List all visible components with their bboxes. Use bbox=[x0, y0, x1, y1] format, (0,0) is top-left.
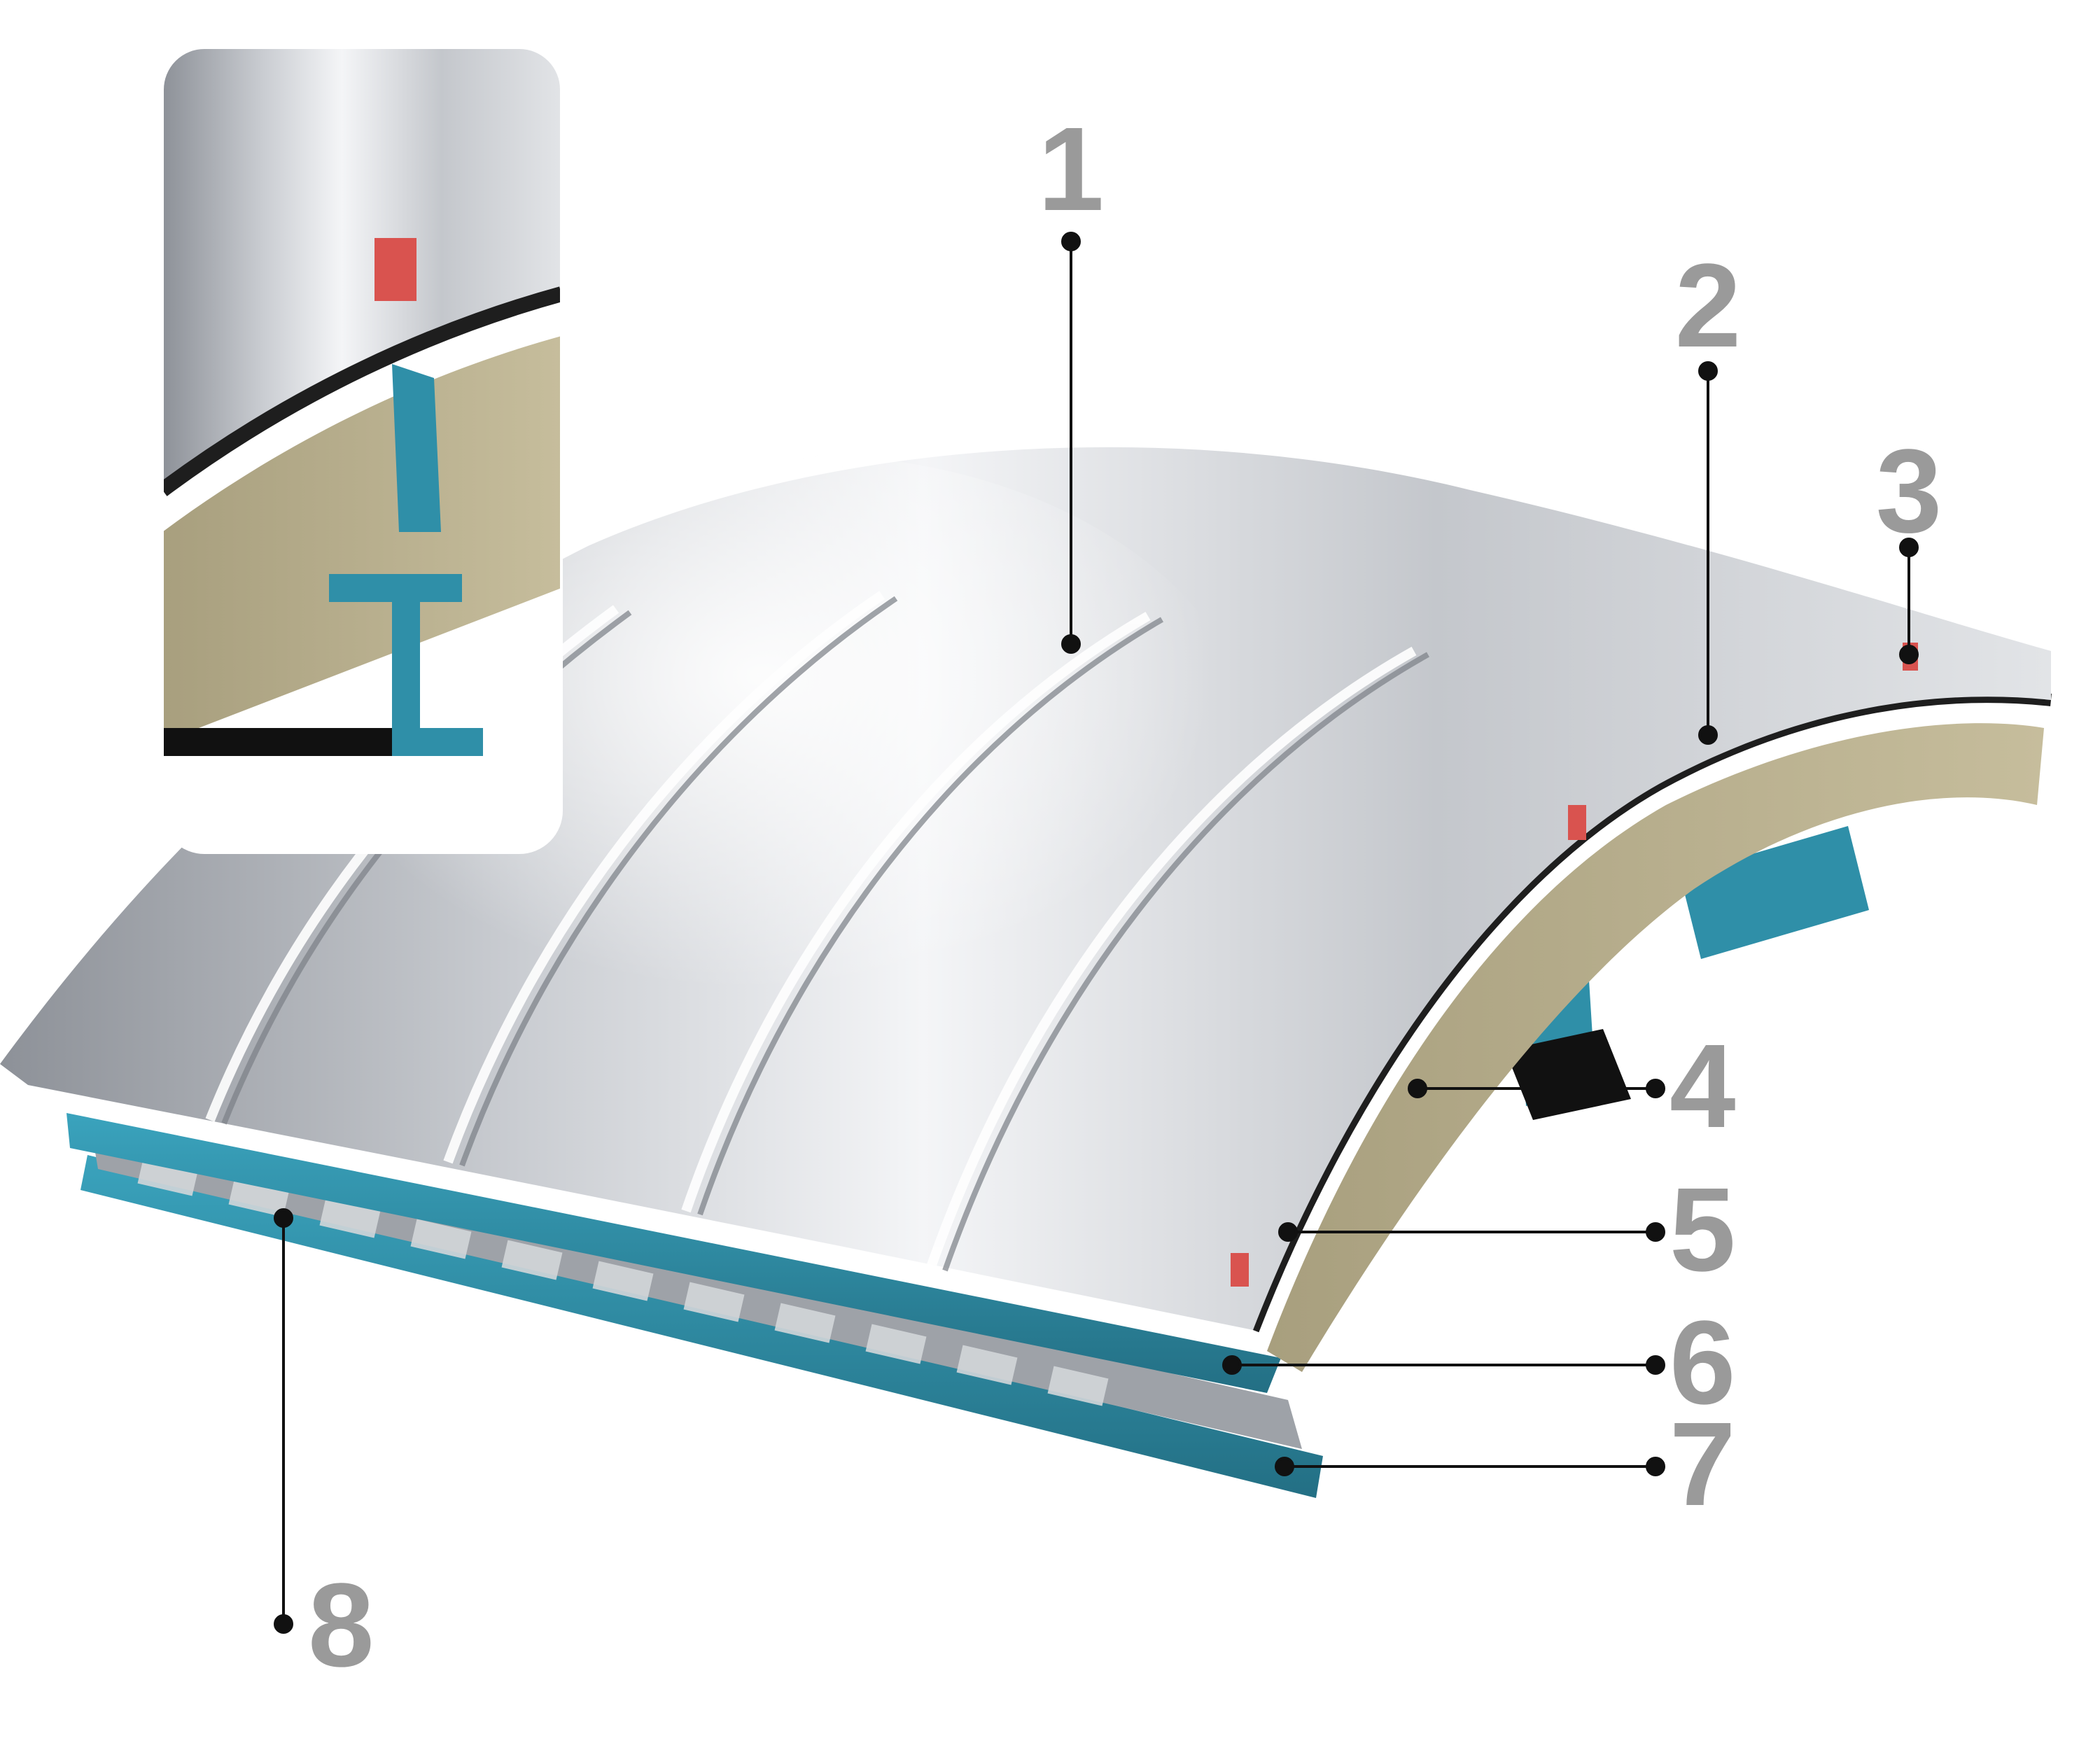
leader-dot-5a bbox=[1278, 1222, 1298, 1242]
callout-numbers: 1 2 3 4 5 6 7 8 bbox=[308, 103, 1942, 1692]
clip-red-3 bbox=[1231, 1253, 1249, 1287]
leader-dot-6a bbox=[1222, 1355, 1242, 1375]
callouts bbox=[274, 232, 1919, 1634]
callout-2: 2 bbox=[1675, 239, 1742, 372]
leader-dot-7b bbox=[1646, 1457, 1665, 1476]
leader-dot-7a bbox=[1275, 1457, 1294, 1476]
leader-dot-2b bbox=[1698, 725, 1718, 745]
leader-dot-3b bbox=[1899, 645, 1919, 664]
callout-3: 3 bbox=[1876, 425, 1942, 558]
leader-dot-5b bbox=[1646, 1222, 1665, 1242]
liner-tray-ribs bbox=[137, 1156, 1109, 1406]
insulation-layer bbox=[1267, 723, 2044, 1372]
leader-dot-3a bbox=[1899, 538, 1919, 557]
rear-purlin-1 bbox=[1680, 826, 1869, 959]
membrane-layer bbox=[1247, 690, 2052, 1333]
callout-5: 5 bbox=[1670, 1163, 1736, 1296]
leader-dot-4a bbox=[1408, 1079, 1427, 1098]
detail-inset bbox=[161, 46, 563, 854]
leader-dot-2a bbox=[1698, 361, 1718, 381]
rear-purlin-shadow bbox=[1505, 1029, 1631, 1120]
leader-dot-8b bbox=[274, 1614, 293, 1634]
callout-1: 1 bbox=[1038, 103, 1105, 236]
leader-dot-1b bbox=[1061, 634, 1081, 654]
callout-4: 4 bbox=[1670, 1020, 1736, 1153]
detail-inset-frame bbox=[161, 46, 563, 854]
clip-red-1 bbox=[1568, 805, 1586, 840]
upper-purlin bbox=[66, 1113, 1281, 1393]
leader-dot-8a bbox=[274, 1208, 293, 1228]
callout-8: 8 bbox=[308, 1559, 374, 1692]
leader-dot-1a bbox=[1061, 232, 1081, 251]
leader-dot-6b bbox=[1646, 1355, 1665, 1375]
callout-6: 6 bbox=[1670, 1296, 1736, 1429]
lower-purlin bbox=[80, 1155, 1323, 1498]
leader-dot-4b bbox=[1646, 1079, 1665, 1098]
callout-7: 7 bbox=[1670, 1398, 1736, 1531]
